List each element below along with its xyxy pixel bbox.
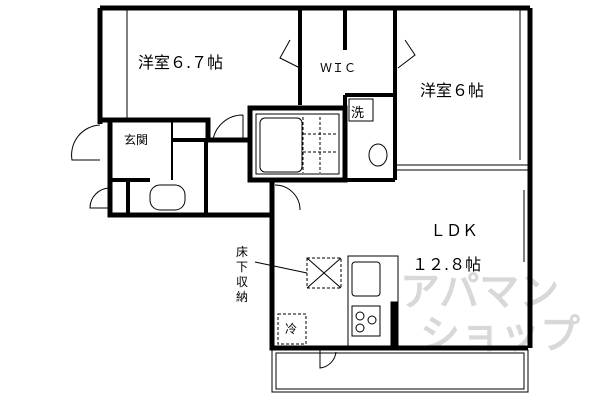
svg-text:ショップ: ショップ bbox=[420, 312, 580, 358]
underfloor-storage-char: 収 bbox=[236, 275, 248, 289]
underfloor-storage-char: 床 bbox=[236, 245, 248, 259]
fridge-label: 冷 bbox=[285, 322, 297, 336]
entrance-label: 玄関 bbox=[124, 132, 148, 147]
wic-label: ＷＩＣ bbox=[320, 61, 356, 75]
room-labels: 洋室６.７帖 ＷＩＣ 洋室６帖 玄関 ＬＤＫ １２.８帖 洗 冷 床 下 収 納 bbox=[124, 53, 484, 336]
ldk-size-label: １２.８帖 bbox=[412, 255, 481, 274]
ldk-label: ＬＤＫ bbox=[430, 221, 478, 240]
underfloor-storage-char: 納 bbox=[236, 290, 248, 304]
western-room-2-label: 洋室６帖 bbox=[420, 81, 484, 100]
watermark-logo: アパマン ショップ bbox=[400, 269, 580, 358]
western-room-1-label: 洋室６.７帖 bbox=[138, 53, 223, 72]
underfloor-storage-char: 下 bbox=[236, 260, 248, 274]
laundry-label: 洗 bbox=[351, 106, 364, 121]
walls bbox=[71, 5, 533, 393]
svg-text:アパマン: アパマン bbox=[400, 269, 559, 315]
